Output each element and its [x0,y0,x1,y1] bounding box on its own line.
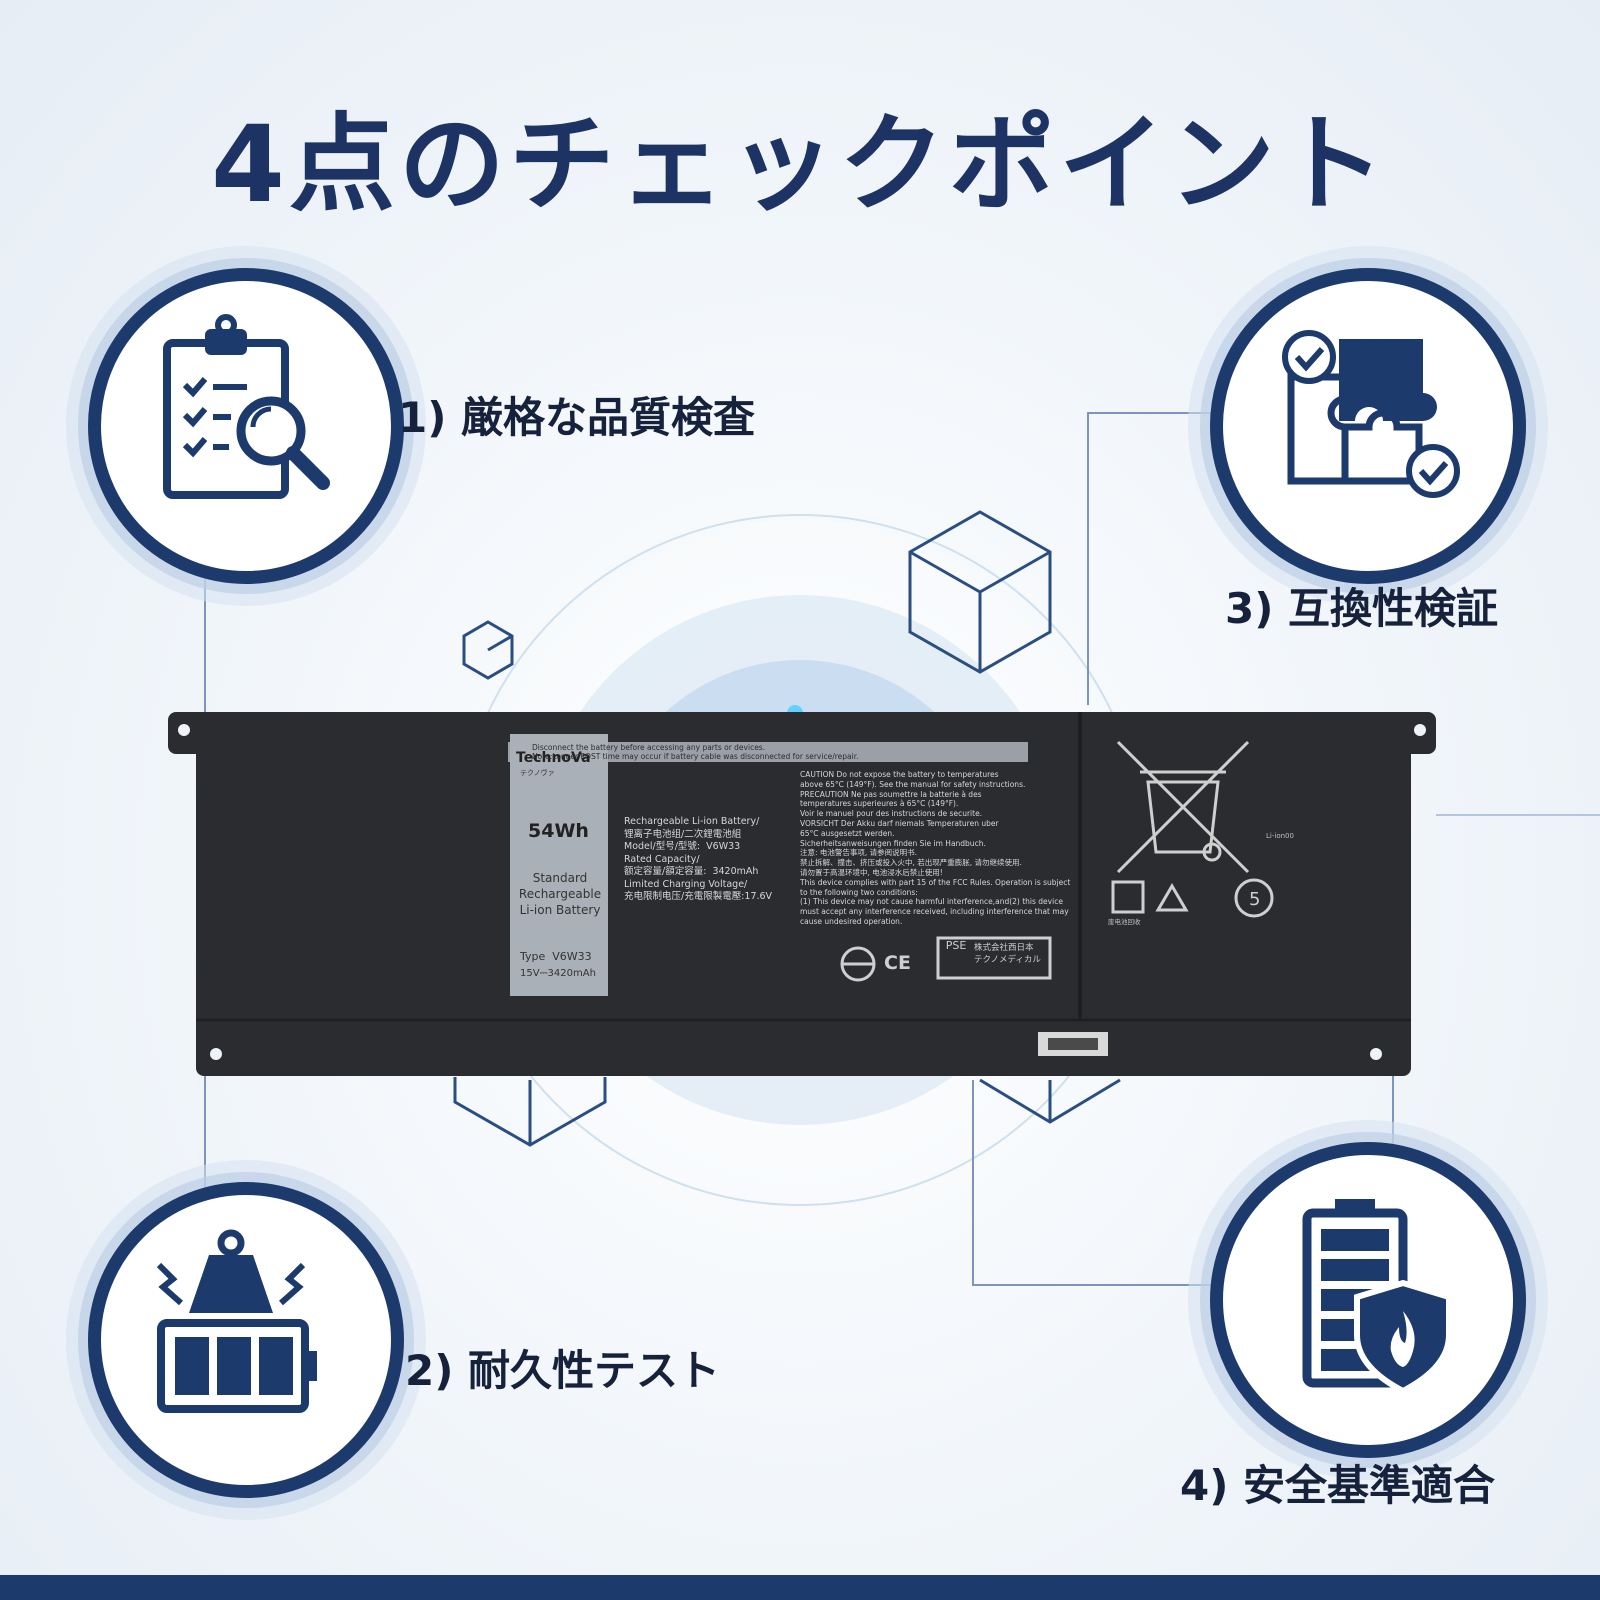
ce-mark: CE [884,952,911,974]
battery-warning: Disconnect the battery before accessing … [532,743,859,761]
cube-outline-bottom-right [979,1078,1121,1124]
battery-brand-kana: テクノヴァ [520,769,555,777]
battery-caution-text: CAUTION Do not expose the battery to tem… [800,770,1071,926]
battery-label-panel: TechnoVa テクノヴァ 54Wh Standard Rechargeabl… [510,734,608,996]
checkpoint-3-label: 3) 互換性検証 [1225,584,1499,633]
battery-brand: TechnoVa [516,750,591,766]
laptop-battery: 5 TechnoVa テクノヴァ 54Wh Standard Rechargea… [168,712,1436,1082]
connector-line-top-right [1087,412,1220,705]
battery-body: 5 [168,712,1436,1076]
puzzle-check-icon [1282,330,1460,498]
cube-outline-large [908,510,1052,674]
pse-mark: PSE [945,939,967,952]
checkpoint-3-circle [1210,268,1526,584]
battery-rating: 15V⎓3420mAh [520,968,596,979]
cycle-number: 5 [1249,889,1260,910]
company-name: 株式会社西日本 テクノメディカル [974,943,1041,965]
cube-outline-small [462,620,514,680]
battery-capacity: 54Wh [528,820,589,842]
recycle-box-icon [1111,878,1274,918]
checkpoint-1-label: 1) 厳格な品質検査 [398,393,756,442]
battery-type: Type V6W33 [520,950,592,963]
checkpoint-1-circle [88,268,404,584]
page-title: 4点のチェックポイント [211,103,1389,226]
liion-mark: Li-ion00 [1266,832,1294,840]
cube-outline-bottom-left [453,1077,607,1147]
checkpoint-4-label: 4) 安全基準適合 [1180,1461,1496,1510]
weight-battery-icon [156,1229,317,1413]
certification-marks [840,936,1052,982]
battery-shield-fire-icon [1302,1199,1452,1395]
checkpoint-2-circle [88,1182,404,1498]
battery-specs: Rechargeable Li-ion Battery/ 锂离子电池组/二次鋰電… [624,816,773,902]
crossed-bin-icon [1116,740,1250,874]
checkpoint-4-circle [1210,1142,1526,1458]
recycle-text: 废电池回收 [1108,918,1141,926]
bottom-bar [0,1575,1600,1600]
checkpoint-2-label: 2) 耐久性テスト [405,1346,721,1395]
battery-description: Standard Rechargeable Li-ion Battery [518,871,602,917]
clipboard-magnifier-icon [163,314,330,499]
connector-line-bottom [972,1080,1226,1286]
